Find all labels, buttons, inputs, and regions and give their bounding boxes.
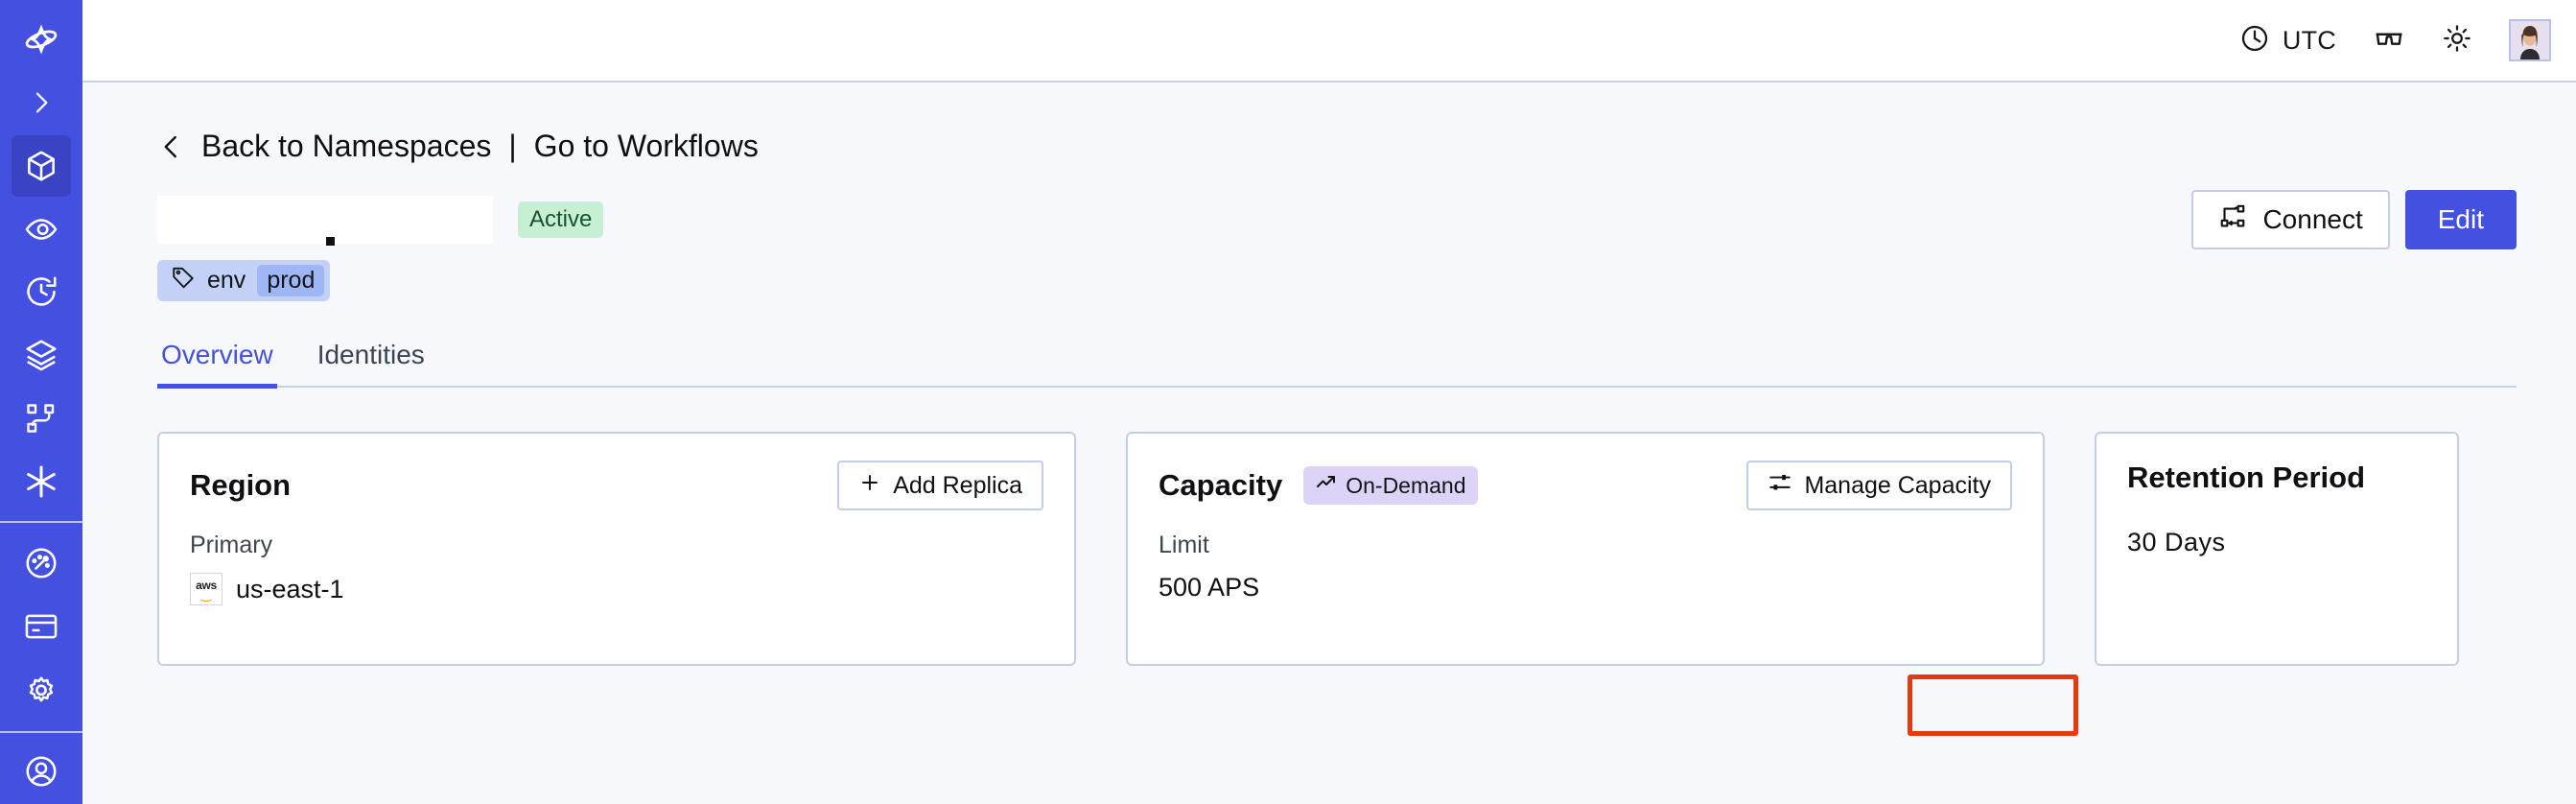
region-primary-label: Primary <box>190 532 273 558</box>
sun-icon <box>2442 23 2472 59</box>
sidebar-item-layers[interactable] <box>12 324 71 386</box>
topbar: UTC <box>82 0 2576 83</box>
tag-key: env <box>207 267 246 294</box>
gauge-icon <box>23 545 59 581</box>
clock-icon <box>2239 23 2270 59</box>
user-circle-icon <box>23 753 59 790</box>
region-card-header: Region Add Replica <box>190 461 1043 510</box>
aws-smile: ‿ <box>200 587 212 603</box>
sidebar-item-schedules[interactable] <box>12 262 71 323</box>
capacity-limit-label: Limit <box>1159 532 1209 558</box>
user-avatar <box>2511 21 2549 59</box>
git-branch-icon <box>24 401 59 436</box>
retention-card: Retention Period 30 Days <box>2095 432 2459 666</box>
content-area: Back to Namespaces | Go to Workflows Act… <box>82 83 2576 804</box>
credit-card-icon <box>23 608 59 645</box>
capacity-card-title: Capacity <box>1159 468 1283 502</box>
sidebar-item-billing[interactable] <box>12 596 71 657</box>
trending-up-icon <box>1315 471 1338 500</box>
glasses-button[interactable] <box>2373 22 2405 59</box>
sidebar-item-settings[interactable] <box>12 659 71 721</box>
timezone-label: UTC <box>2282 25 2336 55</box>
eye-icon <box>23 211 59 248</box>
topbar-actions: UTC <box>2239 19 2551 61</box>
namespace-header-row: Active Connect <box>157 190 2517 249</box>
tag-row: env prod <box>157 260 2517 301</box>
edit-label: Edit <box>2437 204 2484 234</box>
content-inner: Back to Namespaces | Go to Workflows Act… <box>82 83 2576 666</box>
manage-capacity-button[interactable]: Manage Capacity <box>1746 461 2012 510</box>
glasses-icon <box>2373 22 2405 59</box>
capacity-card: Capacity On-Demand <box>1126 432 2045 666</box>
clock-rewind-icon <box>23 273 59 310</box>
sidebar-item-logo[interactable] <box>12 6 71 72</box>
page-title <box>157 196 493 246</box>
cube-icon <box>23 148 59 184</box>
cards-row: Region Add Replica Primary aws <box>157 432 2517 666</box>
temporal-logo-icon <box>20 18 62 60</box>
sidebar-divider-bottom <box>0 731 82 734</box>
avatar[interactable] <box>2509 19 2551 61</box>
aws-icon: aws ‿ <box>190 573 222 605</box>
add-replica-button[interactable]: Add Replica <box>837 461 1043 510</box>
breadcrumb-workflows-link[interactable]: Go to Workflows <box>533 129 759 163</box>
sidebar-item-workflows[interactable] <box>12 388 71 449</box>
status-badge: Active <box>518 201 604 238</box>
edit-button[interactable]: Edit <box>2404 190 2517 249</box>
region-card: Region Add Replica Primary aws <box>157 432 1076 666</box>
capacity-card-header: Capacity On-Demand <box>1159 461 2012 510</box>
tabs: Overview Identities <box>157 340 2517 389</box>
retention-card-title: Retention Period <box>2127 461 2366 494</box>
tab-overview[interactable]: Overview <box>157 340 277 389</box>
tab-identities[interactable]: Identities <box>316 340 425 369</box>
tag-value: prod <box>257 265 325 296</box>
connect-button[interactable]: Connect <box>2191 190 2390 249</box>
connect-icon <box>2218 202 2247 238</box>
sidebar-item-namespaces[interactable] <box>12 135 71 197</box>
capacity-mode-label: On-Demand <box>1346 472 1466 498</box>
header-actions: Connect Edit <box>2191 190 2517 249</box>
sidebar <box>0 0 82 804</box>
region-card-title: Region <box>190 468 292 502</box>
gear-icon <box>23 672 59 708</box>
region-value-row: aws ‿ us-east-1 <box>190 573 1043 605</box>
theme-toggle-button[interactable] <box>2442 23 2472 59</box>
capacity-mode-badge: On-Demand <box>1303 466 1478 505</box>
sidebar-divider-top <box>0 521 82 524</box>
region-value: us-east-1 <box>236 574 344 603</box>
chevron-right-icon <box>26 87 57 118</box>
timezone-button[interactable]: UTC <box>2239 23 2336 59</box>
sidebar-item-usage[interactable] <box>12 532 71 594</box>
connect-label: Connect <box>2262 204 2363 234</box>
asterisk-icon <box>22 462 60 501</box>
chevron-left-icon[interactable] <box>157 132 186 161</box>
capacity-limit-value: 500 APS <box>1159 573 1260 602</box>
plus-icon <box>858 471 881 501</box>
breadcrumb: Back to Namespaces | Go to Workflows <box>157 83 2517 164</box>
breadcrumb-back-link[interactable]: Back to Namespaces <box>201 129 492 163</box>
namespace-tag[interactable]: env prod <box>157 260 331 301</box>
sidebar-item-observability[interactable] <box>12 199 71 260</box>
layers-icon <box>23 337 59 373</box>
retention-card-header: Retention Period <box>2127 461 2426 495</box>
sidebar-item-integrations[interactable] <box>12 451 71 512</box>
sidebar-item-account[interactable] <box>12 741 71 802</box>
manage-capacity-label: Manage Capacity <box>1804 471 1991 499</box>
retention-value: 30 Days <box>2127 528 2226 556</box>
breadcrumb-separator: | <box>508 129 517 163</box>
aws-wordmark: aws <box>196 579 217 593</box>
add-replica-label: Add Replica <box>893 471 1022 499</box>
manage-capacity-highlight <box>1908 674 2078 736</box>
sliders-icon <box>1768 470 1792 502</box>
sidebar-item-expand[interactable] <box>12 72 71 133</box>
tag-icon <box>171 265 196 296</box>
main-column: UTC <box>82 0 2576 804</box>
